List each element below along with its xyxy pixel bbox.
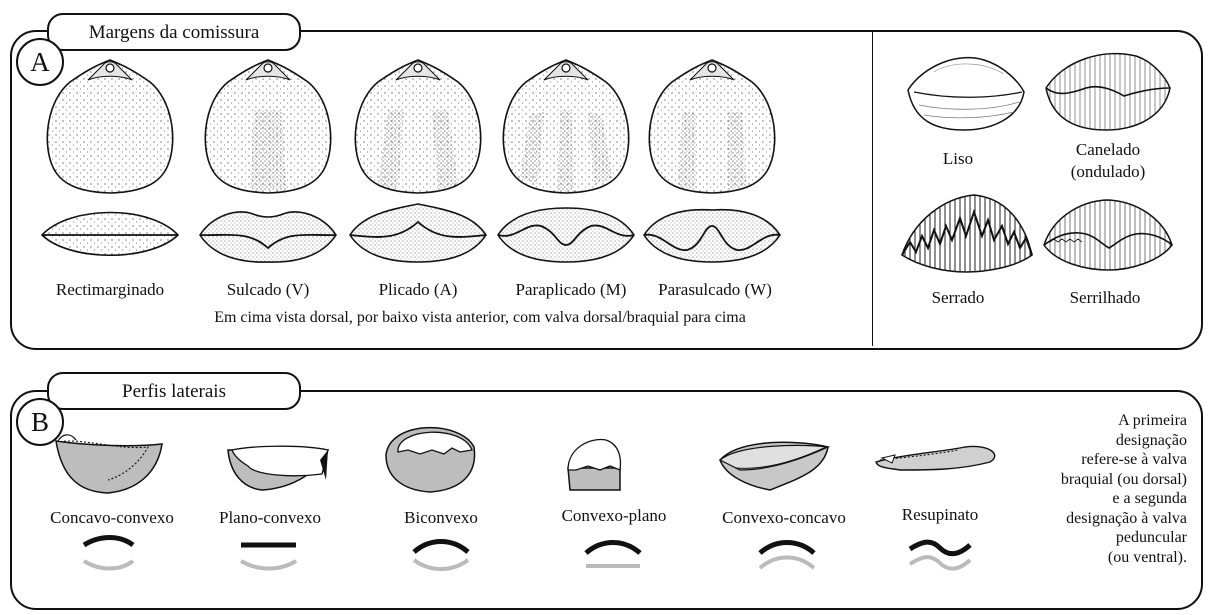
note-line: A primeira [1017, 411, 1187, 431]
convexo-plano-profile [568, 440, 620, 490]
panel-a-letter: A [16, 38, 64, 86]
note-line: refere-se à valva [1017, 450, 1187, 470]
label-biconvexo: Biconvexo [386, 508, 496, 528]
convexo-concavo-profile [720, 442, 828, 490]
plano-convexo-symbol [241, 545, 296, 569]
panel-b-letter: B [16, 398, 64, 446]
biconvexo-profile [386, 428, 475, 492]
concavo-convexo-profile [56, 435, 162, 493]
convexo-plano-symbol [586, 543, 640, 567]
resupinato-profile [876, 446, 995, 470]
resupinato-symbol [910, 542, 970, 569]
label-convexo-plano: Convexo-plano [544, 506, 684, 526]
note-line: e a segunda [1017, 489, 1187, 509]
label-convexo-concavo: Convexo-concavo [704, 508, 864, 528]
panel-a-title: Margens da comissura [47, 13, 301, 51]
concavo-convexo-symbol [84, 538, 133, 569]
note-line: peduncular [1017, 528, 1187, 548]
panel-b-title: Perfis laterais [47, 372, 301, 410]
note-line: (ou ventral). [1017, 548, 1187, 568]
panel-b-note: A primeira designação refere-se à valva … [1017, 411, 1187, 567]
label-plano-convexo: Plano-convexo [200, 508, 340, 528]
label-concavo-convexo: Concavo-convexo [24, 508, 200, 528]
note-line: designação [1017, 431, 1187, 451]
note-line: designação à valva [1017, 509, 1187, 529]
plano-convexo-profile [228, 446, 328, 490]
biconvexo-symbol [414, 542, 468, 570]
label-resupinato: Resupinato [890, 505, 990, 525]
note-line: braquial (ou dorsal) [1017, 470, 1187, 490]
convexo-concavo-symbol [760, 543, 814, 569]
